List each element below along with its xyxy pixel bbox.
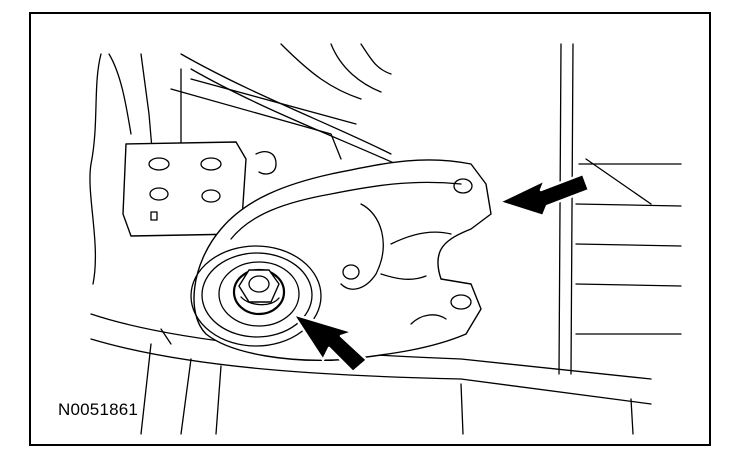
figure-id-label: N0051861 xyxy=(58,400,139,419)
vertical-panel-right xyxy=(558,43,682,375)
pivot-bolt xyxy=(238,269,280,306)
arrow-upper-left-icon xyxy=(291,312,369,374)
diagram-frame: N0051861 xyxy=(29,12,711,446)
arrow-left-icon xyxy=(497,172,591,218)
vehicle-frame-structure xyxy=(89,43,397,285)
suspension-arm-illustration xyxy=(89,43,682,435)
lower-control-arm xyxy=(193,159,492,361)
